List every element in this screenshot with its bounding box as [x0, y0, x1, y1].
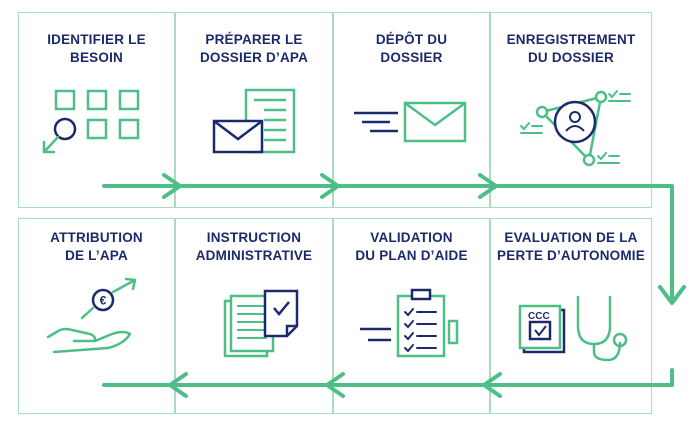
calendar-header-text: CCC	[528, 311, 550, 322]
calendar-stethoscope-icon	[518, 296, 628, 362]
grid-click-icon	[42, 89, 140, 154]
step-cell-instruction	[175, 218, 333, 414]
step-cell-identifier	[18, 12, 175, 208]
step-cell-enregistrement	[490, 12, 652, 208]
clipboard-checklist-icon	[360, 288, 459, 358]
documents-stack-icon	[223, 289, 299, 358]
flow-path	[102, 173, 686, 398]
hand-euro-icon	[46, 277, 137, 354]
step-cell-validation	[333, 218, 490, 414]
step-cell-depot	[333, 12, 490, 208]
euro-symbol: €	[100, 294, 107, 308]
sending-envelope-icon	[354, 101, 467, 143]
envelope-document-icon	[212, 88, 296, 154]
user-network-icon	[520, 90, 631, 167]
step-cell-attribution	[18, 218, 175, 414]
step-cell-evaluation	[490, 218, 652, 414]
step-cell-preparer	[175, 12, 333, 208]
